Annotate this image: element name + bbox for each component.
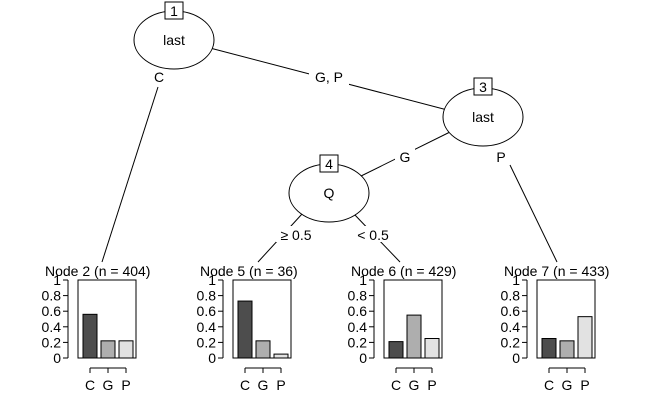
- x-category-label: C: [544, 377, 554, 393]
- plot-title: Node 5 (n = 36): [200, 263, 298, 279]
- node-variable: last: [163, 32, 185, 48]
- x-category-label: P: [427, 377, 436, 393]
- bar-g: [255, 340, 271, 359]
- node-id-box: [319, 154, 339, 173]
- x-category-label: G: [103, 377, 114, 393]
- edge-labels: C G, P G P ≥ 0.5 < 0.5: [152, 68, 509, 243]
- node-id: 3: [479, 79, 487, 95]
- inner-node-1: 1 last: [133, 1, 215, 70]
- y-tick-label: 1: [53, 272, 61, 288]
- y-tick-label: 1: [359, 272, 367, 288]
- edge-label-gp: G, P: [315, 69, 343, 85]
- inner-node-4: 4 Q: [288, 154, 370, 223]
- bar-c: [388, 341, 404, 359]
- edge-label-g: G: [400, 149, 411, 165]
- y-tick-label: 0: [512, 350, 520, 366]
- y-tick-label: 0.8: [348, 288, 368, 304]
- y-tick-label: 0.6: [501, 303, 521, 319]
- x-category-label: C: [391, 377, 401, 393]
- node-id-box: [164, 1, 184, 20]
- y-tick-label: 0.4: [501, 319, 521, 335]
- x-category-label: C: [240, 377, 250, 393]
- bar-c: [82, 313, 98, 359]
- x-category-label: G: [258, 377, 269, 393]
- y-tick-label: 1: [208, 272, 216, 288]
- y-tick-label: 0: [359, 350, 367, 366]
- bar-p: [424, 338, 440, 359]
- plot-title: Node 7 (n = 433): [504, 263, 609, 279]
- y-tick-label: 0.2: [197, 334, 217, 350]
- edge-label-ge: ≥ 0.5: [280, 227, 311, 243]
- edge-label-lt: < 0.5: [357, 227, 389, 243]
- y-tick-label: 0.8: [42, 288, 62, 304]
- x-category-label: P: [580, 377, 589, 393]
- y-tick-label: 1: [512, 272, 520, 288]
- bar-p: [577, 316, 593, 359]
- node-id: 1: [170, 3, 178, 19]
- bar-g: [100, 340, 116, 359]
- bar-p: [273, 353, 289, 359]
- y-tick-label: 0.2: [348, 334, 368, 350]
- plot-title: Node 2 (n = 404): [45, 263, 150, 279]
- y-tick-label: 0.2: [42, 334, 62, 350]
- node-id-box: [473, 77, 493, 96]
- node-variable: last: [472, 109, 494, 125]
- edge-3-7: [509, 164, 558, 263]
- x-category-label: P: [276, 377, 285, 393]
- y-tick-label: 0.8: [197, 288, 217, 304]
- y-tick-label: 0: [53, 350, 61, 366]
- y-tick-label: 0.8: [501, 288, 521, 304]
- bar-c: [237, 300, 253, 359]
- edge-label-c: C: [154, 69, 164, 85]
- bar-g: [406, 314, 422, 359]
- y-tick-label: 0.4: [42, 319, 62, 335]
- node-variable: Q: [324, 185, 335, 201]
- plot-title: Node 6 (n = 429): [351, 263, 456, 279]
- y-tick-label: 0.4: [197, 319, 217, 335]
- y-tick-label: 0.4: [348, 319, 368, 335]
- y-tick-label: 0.2: [501, 334, 521, 350]
- node-id: 4: [325, 156, 333, 172]
- y-tick-label: 0.6: [42, 303, 62, 319]
- y-tick-label: 0: [208, 350, 216, 366]
- edge-1-2: [101, 86, 159, 263]
- inner-node-3: 3 last: [442, 77, 524, 147]
- bar-g: [559, 340, 575, 359]
- bar-p: [118, 340, 134, 359]
- x-category-label: P: [121, 377, 130, 393]
- x-category-label: C: [85, 377, 95, 393]
- y-tick-label: 0.6: [348, 303, 368, 319]
- edge-label-p: P: [496, 149, 505, 165]
- y-tick-label: 0.6: [197, 303, 217, 319]
- x-category-label: G: [562, 377, 573, 393]
- x-category-label: G: [409, 377, 420, 393]
- bar-c: [541, 338, 557, 359]
